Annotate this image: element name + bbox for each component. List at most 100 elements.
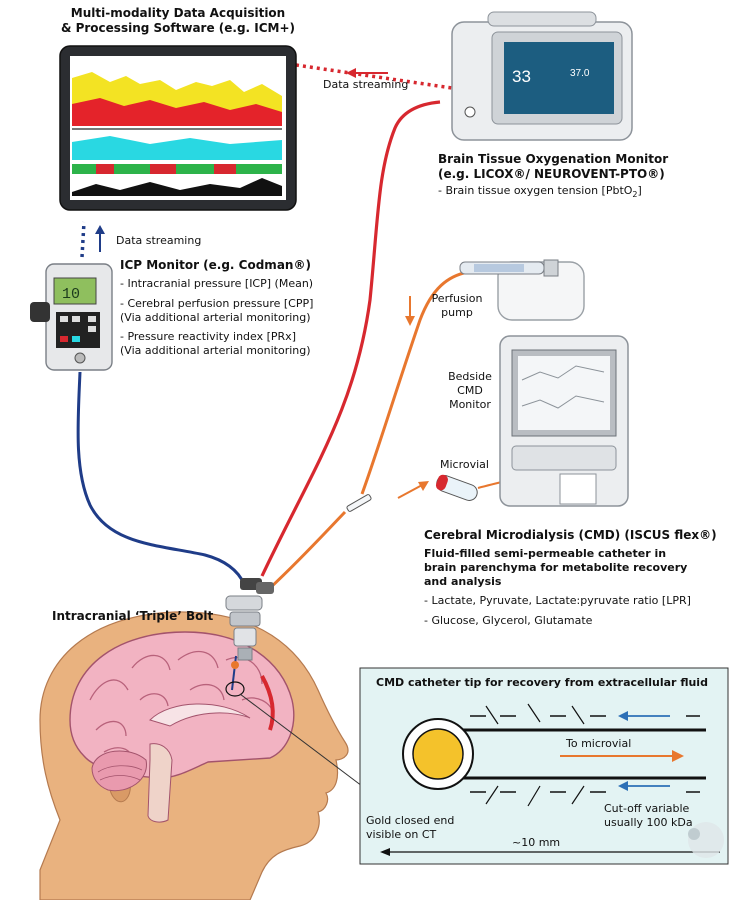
- cmd-monitor-line1: Bedside: [448, 370, 492, 383]
- perfusion-flow-arrow-head: [405, 316, 415, 326]
- cmd-item1: - Lactate, Pyruvate, Lactate:pyruvate ra…: [424, 594, 691, 608]
- streaming-arrow-left-head: [95, 225, 105, 234]
- length-label: ~10 mm: [512, 836, 561, 849]
- cutoff-label: Cut-off variable usually 100 kDa: [604, 802, 693, 830]
- catheter-tip-dot: [231, 661, 239, 669]
- microvial-flow-arrow: [397, 483, 425, 499]
- waveform-black: [72, 178, 282, 196]
- cmd-desc-line3: and analysis: [424, 574, 502, 588]
- to-microvial-label: To microvial: [566, 737, 632, 750]
- brainstem: [147, 743, 173, 823]
- cmd-label: Cerebral Microdialysis (CMD) (ISCUS flex…: [424, 528, 742, 628]
- diffusion-arrows: [485, 703, 585, 807]
- cerebellum-folds: [97, 765, 143, 781]
- microvial-label: Microvial: [440, 458, 489, 471]
- icp-key-6[interactable]: [72, 336, 80, 342]
- icp-key-3[interactable]: [88, 316, 96, 322]
- streaming-dotted-left: [80, 221, 86, 258]
- streaming-dotted-top: [295, 63, 453, 90]
- inflow-arrow-lower-head: [618, 781, 628, 791]
- icp-key-4[interactable]: [88, 326, 96, 332]
- brain-gyri: [89, 650, 275, 761]
- icp-key-1[interactable]: [60, 316, 68, 322]
- red-catheter-in-brain: [260, 675, 275, 731]
- microvial-flow-arrow-head: [418, 481, 429, 491]
- inflow-arrow-upper-head: [618, 711, 628, 721]
- bedside-cmd-monitor: [499, 335, 629, 507]
- oxygen-screen-value-left: 33: [512, 67, 531, 86]
- icp-item3-line1: - Pressure reactivity index [PRx]: [120, 330, 296, 344]
- strip-red-1: [96, 164, 114, 174]
- cutoff-line1: Cut-off variable: [604, 802, 690, 815]
- cmd-screen-graph: [521, 365, 605, 409]
- oxygen-power-button[interactable]: [464, 106, 476, 118]
- oxygen-title-line2: (e.g. LICOX®/ NEUROVENT-PTO®): [438, 167, 665, 181]
- cmd-item2: - Glucose, Glycerol, Glutamate: [424, 614, 593, 627]
- length-arrow-head-left: [380, 848, 390, 856]
- oxygen-monitor-label: Brain Tissue Oxygenation Monitor (e.g. L…: [438, 152, 738, 200]
- oxygen-item: - Brain tissue oxygen tension [PbtO2]: [438, 184, 738, 200]
- waveform-cyan: [72, 136, 282, 160]
- cutoff-line2: usually 100 kDa: [604, 815, 693, 829]
- icp-item3-line2: (Via additional arterial monitoring): [120, 344, 311, 357]
- streaming-label-left: Data streaming: [116, 234, 202, 247]
- corpus-callosum: [149, 703, 251, 727]
- gold-tip-inner: [412, 728, 464, 780]
- gold-end-line1: Gold closed end: [366, 814, 455, 827]
- trace-divider: [72, 128, 282, 130]
- streaming-arrow-top-head: [346, 68, 356, 78]
- head-illustration: [39, 611, 349, 900]
- software-title: Multi-modality Data Acquisition & Proces…: [58, 6, 298, 36]
- icp-connector: [74, 352, 86, 364]
- oxygen-screen-value-right: 37.0: [570, 68, 590, 79]
- cmd-monitor-line2: CMD: [457, 383, 483, 397]
- perfusion-label: Perfusion pump: [418, 292, 496, 320]
- software-monitor: [59, 45, 297, 211]
- catheter-needle: [346, 494, 372, 512]
- bolt-label: Intracranial ‘Triple’ Bolt: [52, 609, 214, 623]
- oxygen-item-subscript: 2: [632, 190, 638, 200]
- catheter-tip-highlight: [225, 681, 245, 697]
- triple-bolt-device: [225, 578, 274, 661]
- zoom-leader-line: [239, 693, 363, 787]
- cmd-desc-line2: brain parenchyma for metabolite recovery: [424, 560, 688, 574]
- waveform-red: [72, 98, 282, 126]
- cmd-monitor-line3: Monitor: [449, 397, 491, 411]
- icp-item2-line2: (Via additional arterial monitoring): [120, 310, 311, 324]
- streaming-label-top: Data streaming: [323, 78, 409, 91]
- watermark-logo: [688, 822, 724, 858]
- cerebellum: [91, 750, 147, 792]
- oxygenation-monitor: 33 37.0: [451, 11, 633, 141]
- icp-monitor: 10: [30, 263, 113, 371]
- blue-cable: [76, 371, 246, 585]
- gold-end-label: Gold closed end visible on CT: [366, 814, 454, 842]
- cmd-monitor-label: Bedside CMD Monitor: [430, 370, 510, 411]
- strip-red-2: [150, 164, 176, 174]
- strip-green: [72, 164, 282, 174]
- orange-cable: [268, 270, 469, 590]
- flow-line-head: [672, 750, 684, 762]
- icp-title: ICP Monitor (e.g. Codman®): [120, 258, 311, 272]
- microvial-device: [435, 474, 478, 501]
- perfusion-line1: Perfusion: [431, 292, 483, 305]
- oxygen-item-prefix: - Brain tissue oxygen tension [PbtO: [438, 184, 633, 197]
- icp-monitor-label: ICP Monitor (e.g. Codman®) - Intracrania…: [120, 258, 380, 358]
- cmd-paper-slot: [559, 473, 597, 505]
- oxygen-title-line1: Brain Tissue Oxygenation Monitor: [438, 152, 669, 166]
- software-title-line2: & Processing Software (e.g. ICM+): [60, 21, 296, 35]
- icp-key-5[interactable]: [60, 336, 68, 342]
- catheter-tip-panel: [359, 667, 729, 865]
- strip-red-3: [214, 164, 236, 174]
- perfusion-line2: pump: [441, 305, 473, 319]
- perfusion-pump: [459, 259, 585, 321]
- icp-display-value: 10: [62, 286, 80, 303]
- icp-key-2[interactable]: [72, 316, 80, 322]
- oxygen-item-suffix: ]: [637, 184, 642, 197]
- cmd-desc-line1: Fluid-filled semi-permeable catheter in: [424, 547, 667, 560]
- software-title-line1: Multi-modality Data Acquisition: [70, 6, 286, 20]
- red-cable: [260, 100, 441, 577]
- gold-end-line2: visible on CT: [366, 827, 437, 841]
- catheter-tip-title: CMD catheter tip for recovery from extra…: [376, 676, 708, 689]
- icp-item2-line1: - Cerebral perfusion pressure [CPP]: [120, 296, 314, 310]
